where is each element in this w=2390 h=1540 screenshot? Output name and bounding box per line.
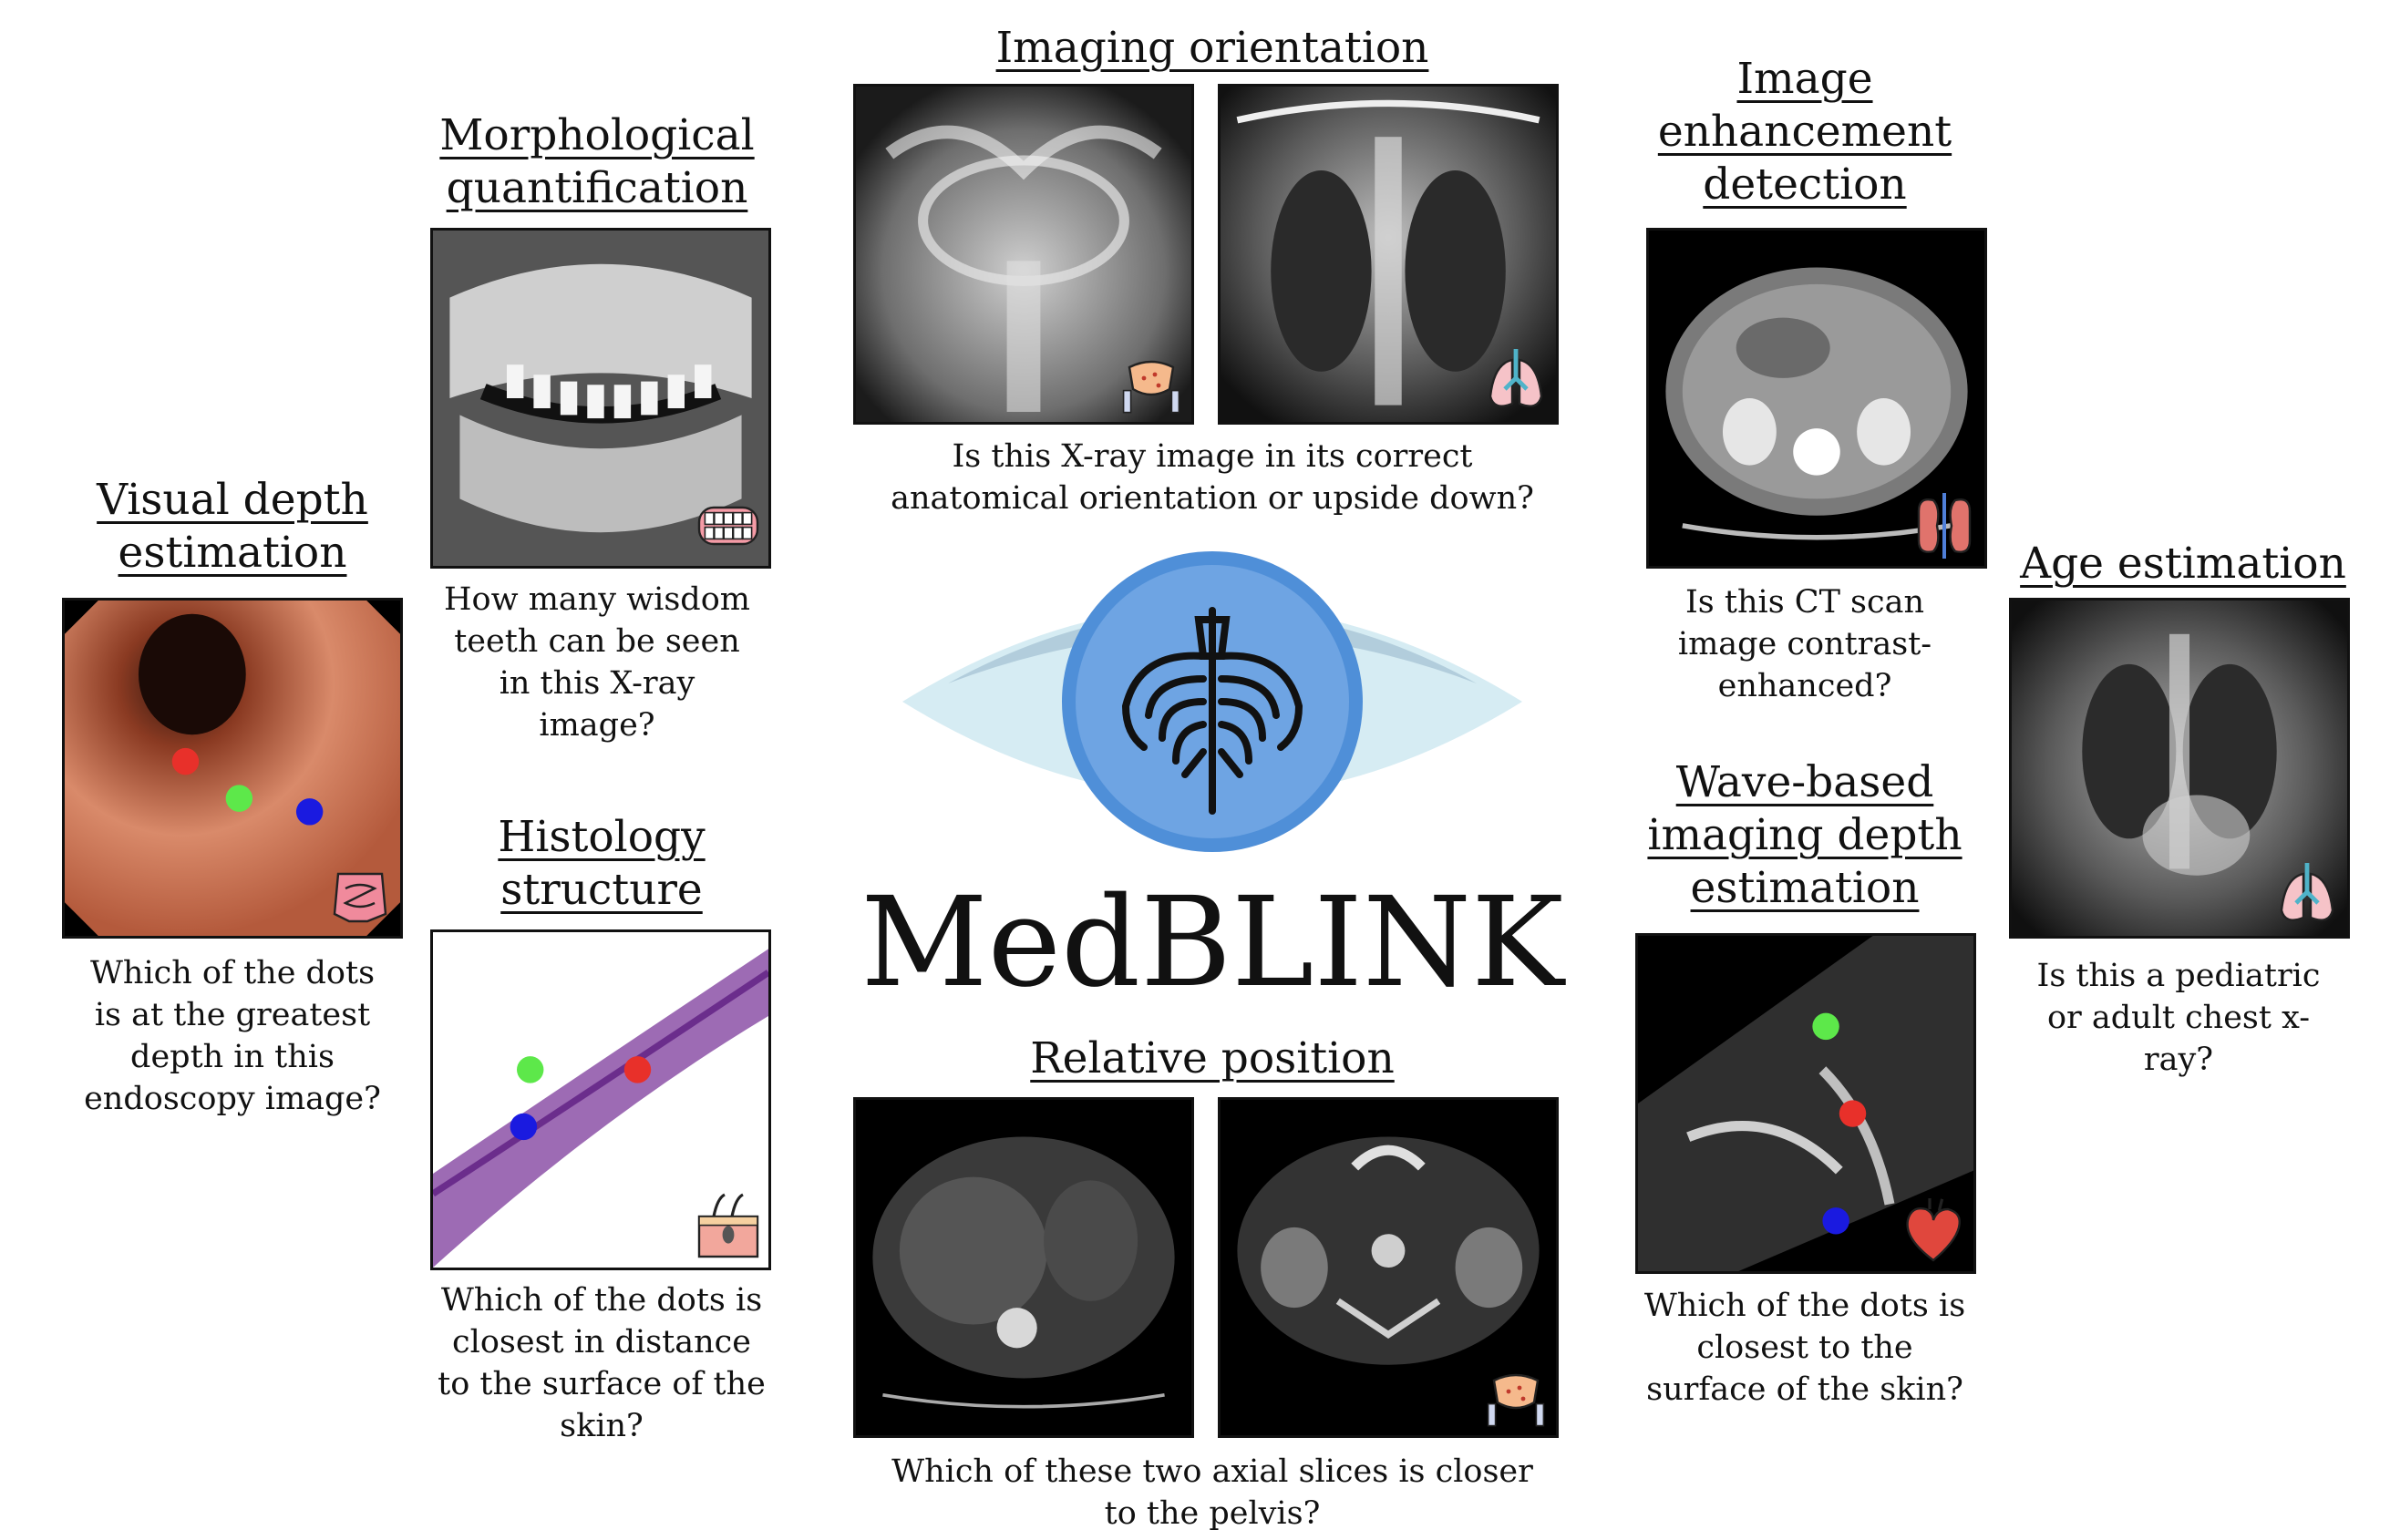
ct-axial-slice-pelvis (1218, 1097, 1559, 1438)
lungs-icon (2280, 863, 2334, 921)
dot-red (623, 1056, 652, 1083)
question-morphological: How many wisdom teeth can be seen in thi… (444, 581, 750, 744)
dot-green (1812, 1012, 1839, 1041)
teeth-icon (697, 506, 759, 546)
title-histology: Histology structure (498, 812, 706, 915)
pelvis-icon (1487, 1373, 1545, 1427)
question-wave-depth: Which of the dots is closest to the surf… (1643, 1288, 1966, 1408)
ribcage-icon (1121, 607, 1303, 815)
ct-axial-slice-liver (853, 1097, 1194, 1438)
question-histology: Which of the dots is closest in distance… (438, 1282, 766, 1444)
dot-red (1839, 1100, 1867, 1127)
ultrasound-image (1635, 933, 1976, 1274)
skin-icon (697, 1193, 759, 1258)
dot-red (171, 747, 200, 775)
title-relative-position: Relative position (1030, 1033, 1395, 1083)
title-image-enhancement: Image enhancement detection (1657, 54, 1952, 210)
brand-title: MedBLINK (860, 871, 1564, 1015)
title-imaging-orientation: Imaging orientation (995, 23, 1429, 73)
heart-icon (1906, 1198, 1961, 1262)
ct-abdomen-contrast (1646, 228, 1987, 569)
pelvis-icon (1122, 360, 1180, 414)
question-visual-depth: Which of the dots is at the greatest dep… (84, 955, 381, 1117)
histology-image (430, 929, 771, 1270)
dot-blue (295, 798, 324, 826)
question-relative-position: Which of these two axial slices is close… (891, 1453, 1533, 1532)
question-imaging-orientation: Is this X-ray image in its correct anato… (891, 438, 1534, 517)
endoscopy-image (62, 598, 403, 939)
lungs-icon (1489, 349, 1543, 407)
question-age-estimation: Is this a pediatric or adult chest x-ray… (2036, 958, 2321, 1078)
eye-ribcage-logo (902, 551, 1522, 852)
xray-chest-pediatric (2009, 598, 2350, 939)
title-age-estimation: Age estimation (2020, 539, 2346, 589)
title-wave-depth: Wave-based imaging depth estimation (1647, 757, 1962, 913)
kidney-icon (1917, 493, 1972, 559)
xray-upside-down-pelvis (853, 84, 1194, 425)
intestine-icon (333, 872, 387, 923)
dot-blue (1822, 1207, 1849, 1235)
dot-green (225, 785, 253, 812)
title-morphological: Morphological quantification (439, 110, 755, 213)
question-image-enhancement: Is this CT scan image contrast-enhanced? (1677, 584, 1932, 704)
dot-green (517, 1056, 544, 1083)
xray-chest-upside-down (1218, 84, 1559, 425)
xray-dental-panoramic (430, 228, 771, 569)
dot-blue (510, 1113, 538, 1141)
title-visual-depth: Visual depth estimation (97, 475, 368, 578)
